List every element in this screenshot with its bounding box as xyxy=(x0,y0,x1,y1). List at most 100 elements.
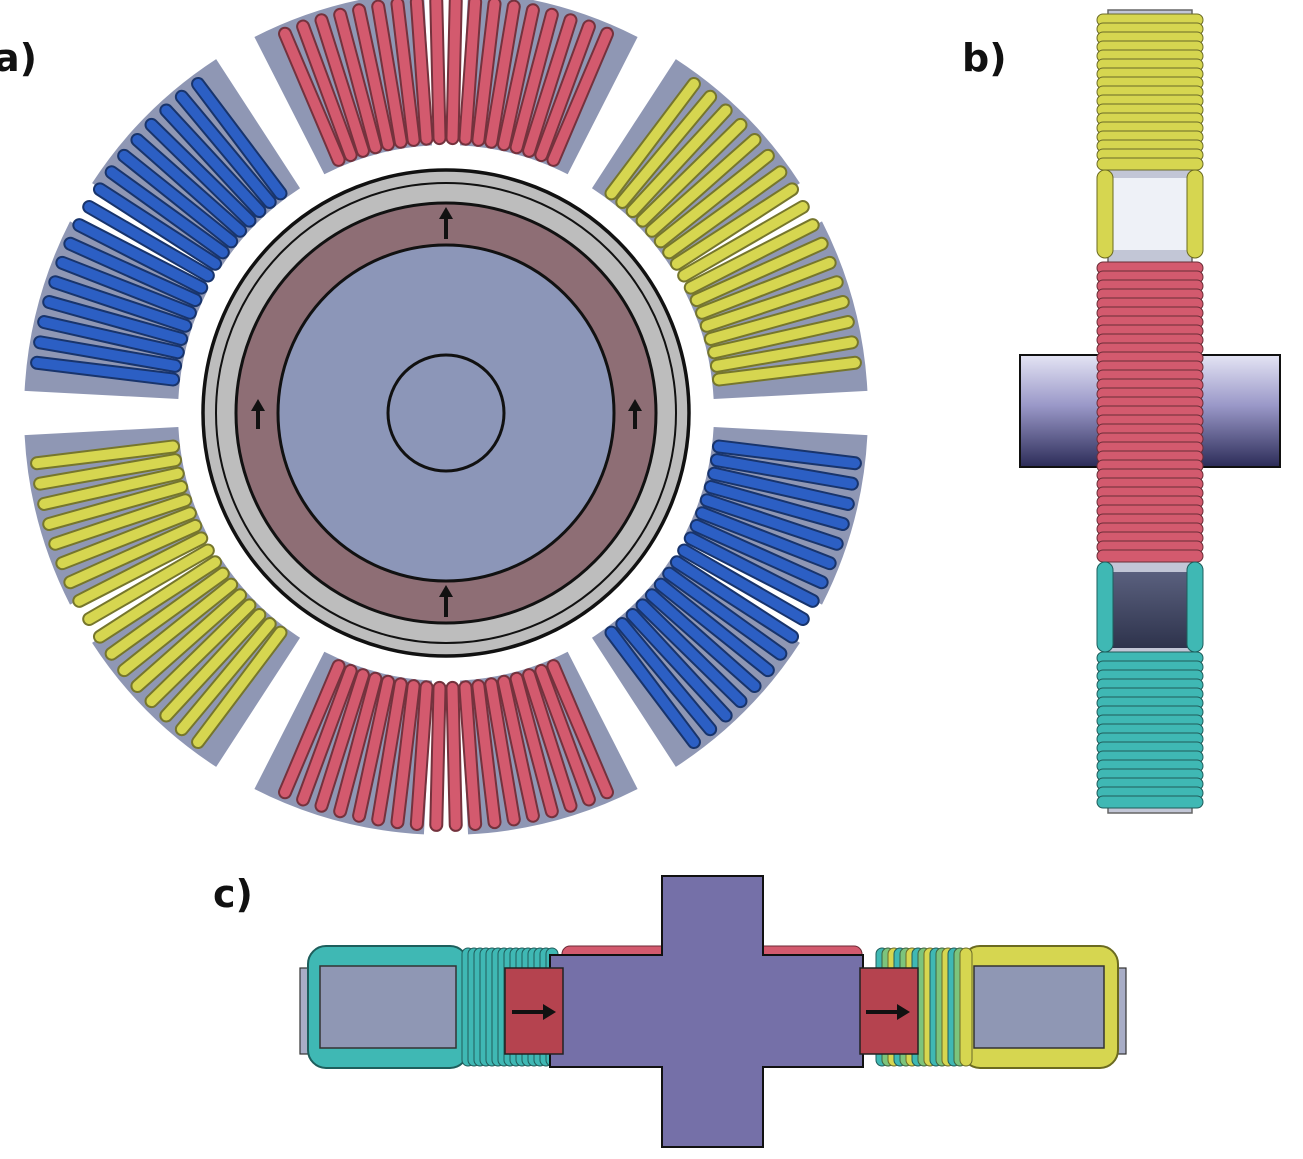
coil-turn xyxy=(627,105,731,217)
coil-turn xyxy=(711,337,857,371)
coil-turn xyxy=(57,257,195,318)
coil-turn xyxy=(713,441,860,469)
coil-turn xyxy=(44,482,187,529)
coil-turn xyxy=(50,495,191,549)
coil-turn xyxy=(637,119,746,226)
rotor-shaft-cross xyxy=(549,875,864,1148)
coil-turn xyxy=(473,0,500,145)
coil-turn xyxy=(511,9,557,153)
up-arrow xyxy=(251,399,265,429)
coil-turn xyxy=(617,91,716,207)
coil-turn xyxy=(176,619,275,735)
coil-yellow-side xyxy=(1096,13,1204,171)
coil-turn xyxy=(705,482,848,529)
coil-turn xyxy=(627,609,731,721)
coil-turn xyxy=(637,600,746,707)
coil-turn xyxy=(32,357,179,385)
coil-turn xyxy=(280,28,344,165)
coil-turn xyxy=(146,600,255,707)
coil-turn xyxy=(392,681,419,828)
panel-label-b: b) xyxy=(962,36,1007,80)
coil-turn xyxy=(132,590,246,691)
coil-red-side xyxy=(1096,261,1204,563)
coil-turn xyxy=(447,0,461,144)
coil-turn xyxy=(486,1,519,147)
coil-turn xyxy=(685,220,818,293)
coil-turn xyxy=(685,533,818,606)
coil-turn xyxy=(499,5,538,150)
coil-turn xyxy=(119,150,237,247)
coil-turn xyxy=(705,297,848,344)
coil-turn xyxy=(146,119,255,226)
coil-turn xyxy=(460,682,481,829)
core-window-light xyxy=(1112,178,1188,250)
coil-turn xyxy=(316,15,368,156)
coil-turn xyxy=(74,220,207,293)
coil-turn xyxy=(106,167,228,258)
coil-turn xyxy=(606,627,699,748)
coil-turn xyxy=(298,665,356,805)
coil-turn xyxy=(486,679,519,825)
coil-turn xyxy=(373,1,406,147)
coil-teal-side xyxy=(1096,651,1204,809)
stator-window-right xyxy=(973,965,1105,1049)
coil-turn xyxy=(94,557,221,642)
coil-turn xyxy=(431,0,445,144)
panel-c-top-view xyxy=(299,875,1127,1148)
coil-turn xyxy=(161,105,265,217)
coil-turn xyxy=(35,455,181,489)
coil-turn xyxy=(664,167,786,258)
coil-yellow-leg xyxy=(1186,169,1204,259)
coil-turn xyxy=(473,681,500,828)
coil-turn xyxy=(335,673,381,817)
coil-turn xyxy=(536,21,594,161)
panel-label-a: a) xyxy=(0,36,38,80)
coil-turn xyxy=(697,508,835,569)
coil-turn xyxy=(460,0,481,144)
coil-turn xyxy=(709,317,853,358)
coil-turn xyxy=(161,609,265,721)
coil-turn xyxy=(959,947,973,1067)
coil-turn xyxy=(193,78,286,199)
coil-turn xyxy=(524,670,576,811)
coil-turn xyxy=(617,619,716,735)
coil-turn xyxy=(354,676,393,821)
coil-turn xyxy=(50,277,191,331)
coil-turn xyxy=(536,665,594,805)
stator-window-left xyxy=(319,965,457,1049)
coil-turn xyxy=(65,238,201,306)
coil-turn xyxy=(193,627,286,748)
coil-turn xyxy=(697,257,835,318)
core-window-dark xyxy=(1112,572,1188,648)
coil-turn xyxy=(411,682,432,829)
coil-turn xyxy=(711,455,857,489)
coil-turn xyxy=(709,468,853,509)
coil-turn xyxy=(671,557,798,642)
coil-turn xyxy=(57,508,195,569)
coil-turn xyxy=(335,9,381,153)
coil-turn xyxy=(646,135,760,236)
coil-turn xyxy=(106,568,228,659)
coil-turn xyxy=(655,150,773,247)
coil-turn xyxy=(511,673,557,817)
coil-turn xyxy=(671,184,798,269)
coil-turn xyxy=(655,579,773,676)
coil-turn xyxy=(1096,795,1204,809)
coil-teal-leg xyxy=(1096,561,1114,653)
coil-turn xyxy=(94,184,221,269)
coil-turn xyxy=(65,520,201,588)
coil-turn xyxy=(431,682,445,830)
shaft-circle xyxy=(386,353,506,473)
coil-turn xyxy=(524,15,576,156)
coil-turn xyxy=(74,533,207,606)
coil-turn xyxy=(119,579,237,676)
coil-turn xyxy=(548,28,612,165)
coil-turn xyxy=(701,277,842,331)
coil-turn xyxy=(411,0,432,144)
coil-turn xyxy=(679,545,808,624)
coil-yellow-leg xyxy=(1096,169,1114,259)
right-arrow xyxy=(866,1004,910,1020)
coil-turn xyxy=(679,202,808,281)
coil-turn xyxy=(1096,157,1204,171)
coil-turn xyxy=(447,682,461,830)
